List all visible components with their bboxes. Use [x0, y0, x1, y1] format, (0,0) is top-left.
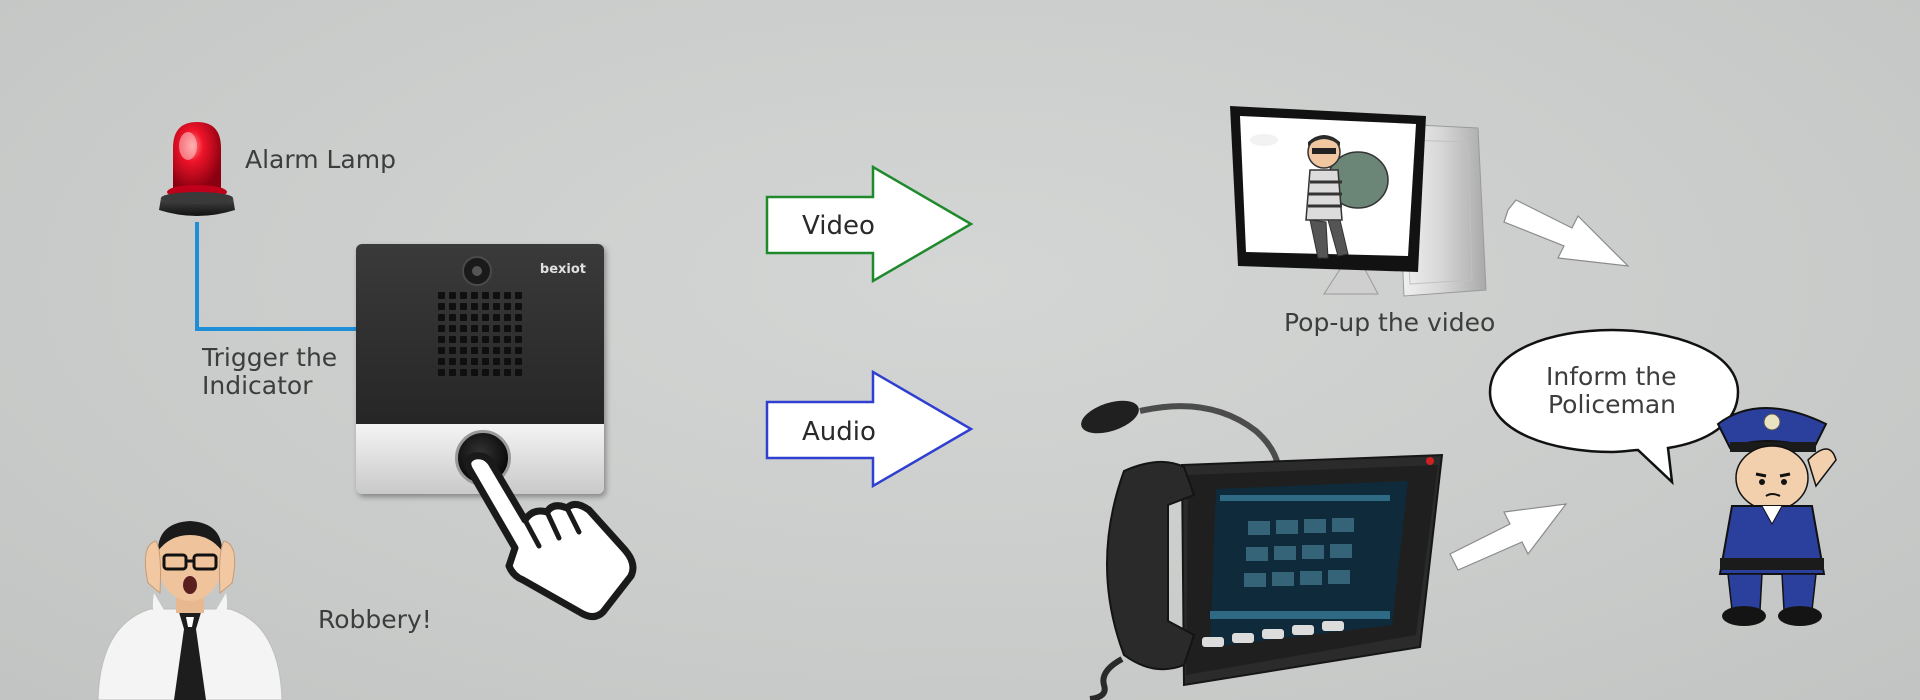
scared-man-icon [97, 521, 283, 700]
video-label: Video [802, 211, 875, 241]
camera-lens-icon [462, 256, 492, 286]
popup-video-label: Pop-up the video [1284, 308, 1496, 337]
speaker-grille-icon [438, 292, 522, 376]
computer-icon [1230, 106, 1487, 297]
audio-arrow [765, 370, 974, 489]
alarm-lamp-label: Alarm Lamp [245, 145, 396, 174]
inform-label-line1: Inform the [1546, 362, 1677, 391]
desk-phone-icon [1081, 400, 1444, 700]
inform-label-line2: Policeman [1548, 390, 1677, 419]
speech-bubble [1488, 328, 1740, 486]
alarm-lamp-icon [159, 122, 235, 216]
device-brand: bexiot [539, 262, 586, 277]
trigger-label-line2: Indicator [202, 371, 313, 400]
video-arrow [765, 165, 974, 284]
arrow-to-police-top [1503, 199, 1630, 267]
pointing-hand-icon [464, 452, 637, 621]
trigger-label-line1: Trigger the [202, 343, 338, 372]
arrow-to-police-bottom [1449, 503, 1568, 571]
robbery-label: Robbery! [318, 605, 432, 634]
policeman-icon [1716, 407, 1837, 626]
audio-label: Audio [802, 417, 876, 447]
